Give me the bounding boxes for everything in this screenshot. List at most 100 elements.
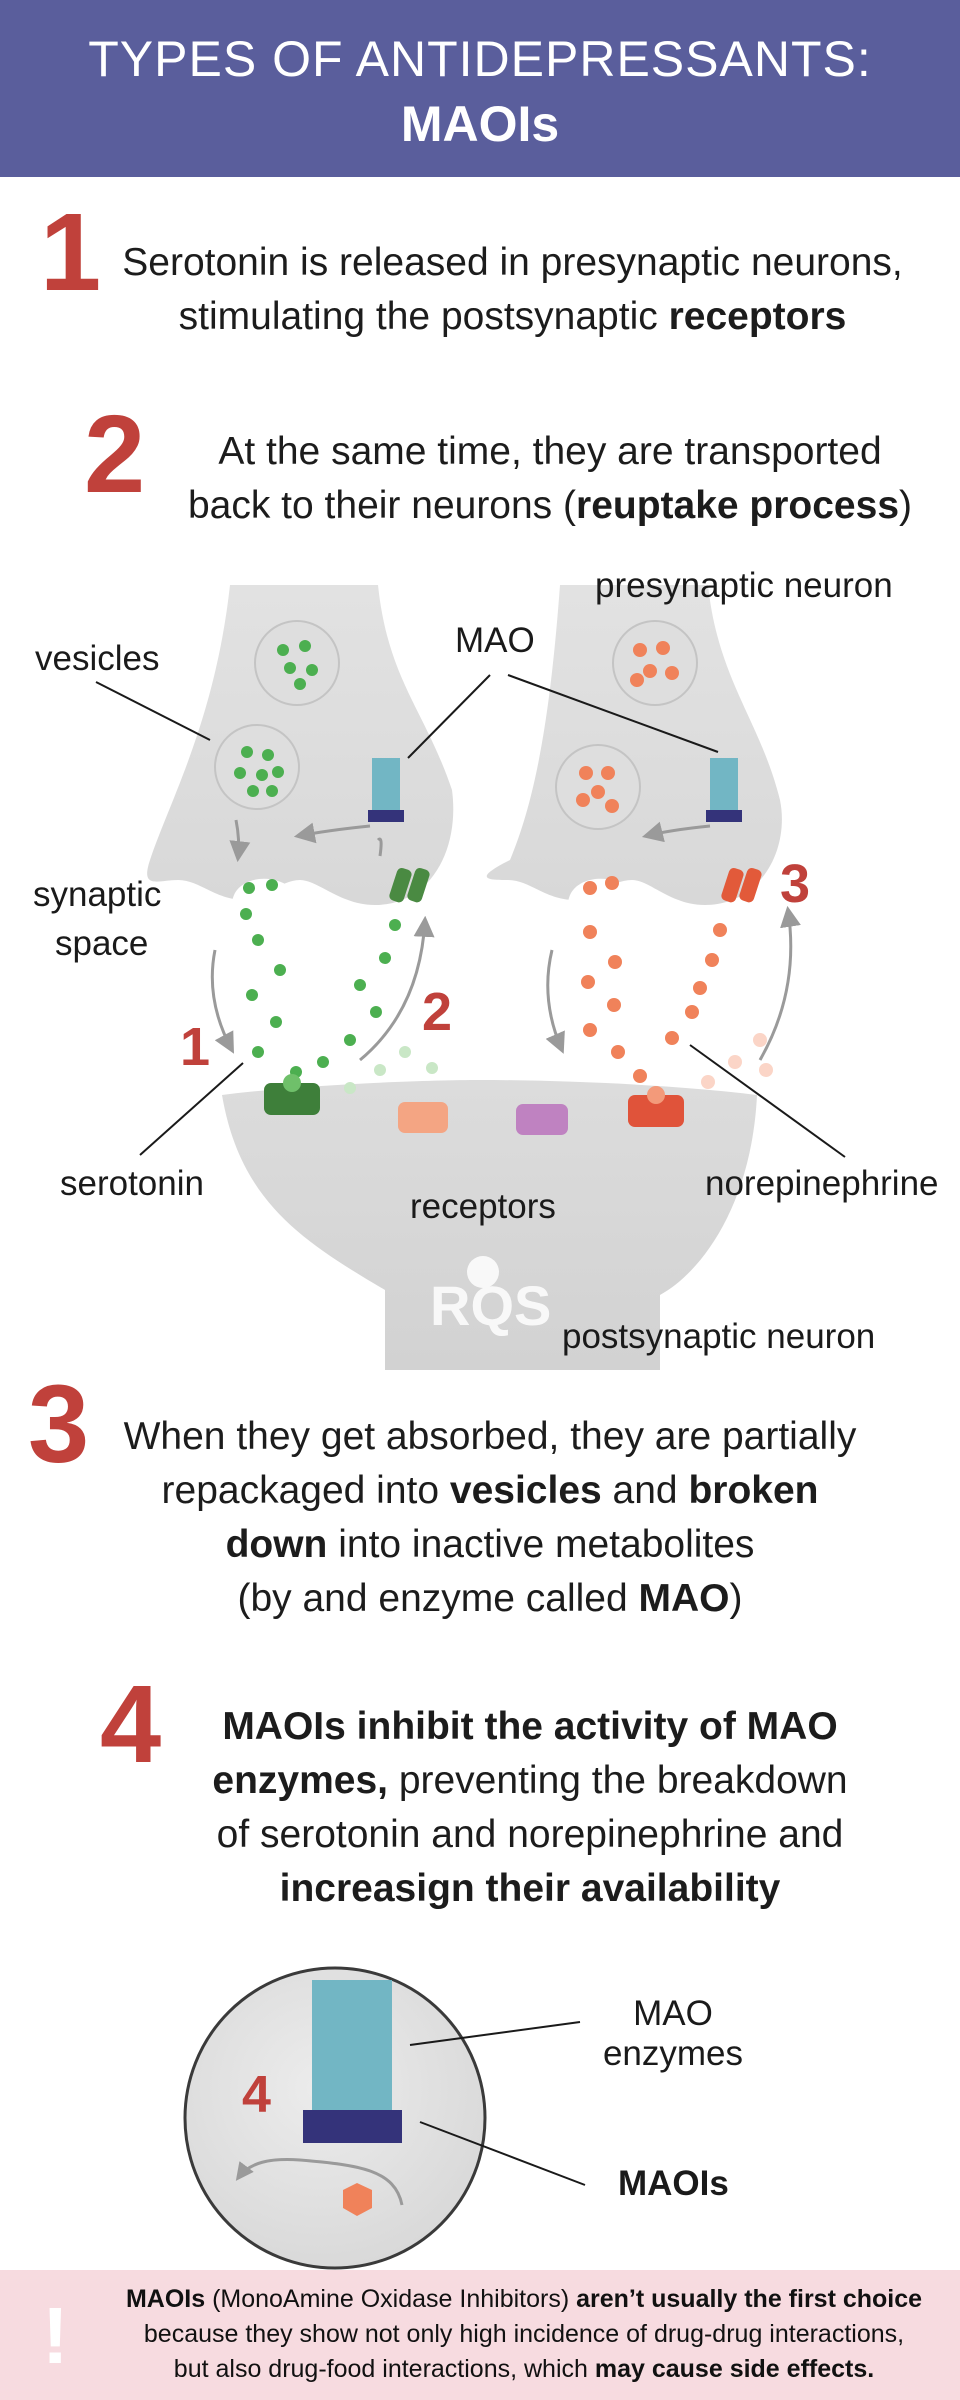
zoom-norepinephrine-molecule [343, 2183, 372, 2216]
step-2-line1: At the same time, they are transported [218, 430, 882, 473]
zoom-maoi-block [303, 2110, 402, 2143]
step-3-line4-plain: (by and enzyme called [237, 1577, 639, 1620]
step-1-line1: Serotonin is released in presynaptic neu… [122, 241, 903, 284]
header-title-line2: MAOIs [400, 96, 560, 152]
label-postsynaptic-neuron: postsynaptic neuron [562, 1317, 875, 1356]
step-4-number: 4 [100, 1663, 162, 1786]
label-vesicles: vesicles [35, 639, 159, 678]
step-3-line4: (by and enzyme called MAO) [100, 1572, 880, 1626]
step-3-line2-bold1: vesicles [449, 1469, 602, 1512]
step-3-line2-plain: repackaged into [161, 1469, 450, 1512]
zoom-leader-lines [409, 2021, 586, 2186]
rqs-logo-watermark: RQS [430, 1256, 551, 1337]
header-banner: TYPES OF ANTIDEPRESSANTS: MAOIs [0, 0, 960, 177]
label-mao-enzymes-line1: MAO [633, 1994, 713, 2033]
serotonin-faded-particles [344, 1046, 438, 1094]
mao-anchor-left [368, 810, 404, 822]
warning-line3-plain: but also drug-food interactions, which [173, 2355, 595, 2383]
step-3-line2-and: and [601, 1469, 689, 1512]
step-2-line2-end: ) [899, 484, 913, 527]
mao-anchor-right [706, 810, 742, 822]
zoom-marker-4: 4 [242, 2066, 271, 2124]
mao-enzyme-right [710, 758, 738, 811]
warning-line1-bold1: MAOIs [125, 2285, 206, 2313]
step-2-line2-plain: back to their neurons ( [187, 484, 577, 527]
step-4-text: MAOIs inhibit the activity of MAO enzyme… [180, 1700, 880, 1916]
warning-line1-plain: (MonoAmine Oxidase Inhibitors) [205, 2285, 577, 2313]
receptor-serotonin-bound [264, 1074, 320, 1115]
label-receptors: receptors [410, 1187, 556, 1226]
receptor-norepinephrine-bound [628, 1086, 684, 1127]
zoom-reuptake-arrow [235, 2158, 404, 2206]
step-2-line2: back to their neurons (reuptake process) [160, 479, 940, 533]
step-4-line2-plain: preventing the breakdown [387, 1759, 848, 1802]
vesicle-left-top [254, 620, 340, 706]
label-space: space [55, 924, 148, 963]
step-3-line3: down into inactive metabolites [100, 1518, 880, 1572]
step-1-line2-plain: stimulating the postsynaptic [178, 295, 669, 338]
warning-line1-bold2: aren’t usually the first choice [576, 2285, 923, 2313]
step-3-line2: repackaged into vesicles and broken [100, 1464, 880, 1518]
vesicle-left-bottom [214, 724, 300, 810]
warning-icon: ! [42, 2291, 69, 2380]
flow-arrows [210, 819, 801, 1062]
step-1-number: 1 [40, 191, 102, 314]
label-serotonin: serotonin [60, 1164, 204, 1203]
header-title-line1: TYPES OF ANTIDEPRESSANTS: [88, 31, 872, 87]
mao-enzyme-left [372, 758, 400, 811]
step-1-text: Serotonin is released in presynaptic neu… [95, 236, 930, 344]
label-mao-enzymes-line2: enzymes [603, 2034, 743, 2073]
norepinephrine-particles [581, 876, 727, 1083]
step-3-number: 3 [28, 1363, 90, 1486]
label-norepinephrine: norepinephrine [705, 1164, 939, 1203]
receptor-orange [398, 1102, 448, 1133]
step-4-line2-bold: enzymes, [212, 1759, 388, 1802]
warning-footer: ! MAOIs (MonoAmine Oxidase Inhibitors) a… [0, 2270, 960, 2400]
step-3-line4-bold: MAO [638, 1577, 730, 1620]
label-mao: MAO [455, 621, 535, 660]
transporter-left [389, 867, 430, 903]
rqs-logo-text: RQS [430, 1274, 551, 1337]
step-3-line4-end: ) [729, 1577, 743, 1620]
marker-2: 2 [422, 982, 452, 1042]
step-2-number: 2 [84, 393, 146, 516]
vesicle-norepinephrine-dots [576, 641, 679, 813]
warning-line3-bold: may cause side effects. [594, 2355, 875, 2383]
warning-line1: MAOIs (MonoAmine Oxidase Inhibitors) are… [98, 2282, 950, 2317]
step-1-line2: stimulating the postsynaptic receptors [95, 290, 930, 344]
warning-text: MAOIs (MonoAmine Oxidase Inhibitors) are… [98, 2282, 950, 2387]
marker-1: 1 [180, 1017, 210, 1077]
zoom-mao-enzyme [312, 1980, 392, 2110]
presynaptic-neuron-left [147, 585, 454, 905]
step-4-line1: MAOIs inhibit the activity of MAO [180, 1700, 880, 1754]
step-2-line2-bold: reuptake process [576, 484, 900, 527]
step-4-line1-bold: MAOIs inhibit the activity of MAO [222, 1705, 838, 1748]
mao-zoom-diagram: 4 MAO enzymes MAOIs [183, 1966, 743, 2270]
step-3-line3-plain: into inactive metabolites [327, 1523, 755, 1566]
step-3-line1: When they get absorbed, they are partial… [123, 1415, 857, 1458]
synapse-diagram: RQS vesicles MAO presynaptic neuron syna… [33, 566, 939, 1370]
warning-line3: but also drug-food interactions, which m… [98, 2352, 950, 2387]
step-4-line4-bold: increasign their availability [279, 1867, 781, 1910]
label-synaptic: synaptic [33, 875, 161, 914]
step-1-line2-bold: receptors [668, 295, 847, 338]
step-3-line2-bold2: broken [688, 1469, 819, 1512]
norepinephrine-faded-particles [701, 1033, 773, 1089]
leader-lines [95, 674, 846, 1158]
step-4-line3: of serotonin and norepinephrine and [216, 1813, 844, 1856]
label-maois: MAOIs [618, 2164, 729, 2203]
vesicle-serotonin-dots [234, 640, 318, 797]
step-4-line4: increasign their availability [180, 1862, 880, 1916]
warning-line2: because they show not only high incidenc… [143, 2320, 905, 2348]
step-3-text: When they get absorbed, they are partial… [100, 1410, 880, 1626]
step-2-text: At the same time, they are transported b… [160, 425, 940, 533]
vesicle-right-top [612, 620, 698, 706]
step-4-line2: enzymes, preventing the breakdown [180, 1754, 880, 1808]
postsynaptic-neuron [222, 1080, 757, 1370]
serotonin-particles [240, 879, 401, 1078]
transporter-right [721, 867, 762, 903]
label-presynaptic-neuron: presynaptic neuron [595, 566, 893, 605]
receptor-purple [516, 1104, 568, 1135]
marker-3: 3 [780, 854, 810, 914]
step-3-line3-bold: down [225, 1523, 328, 1566]
